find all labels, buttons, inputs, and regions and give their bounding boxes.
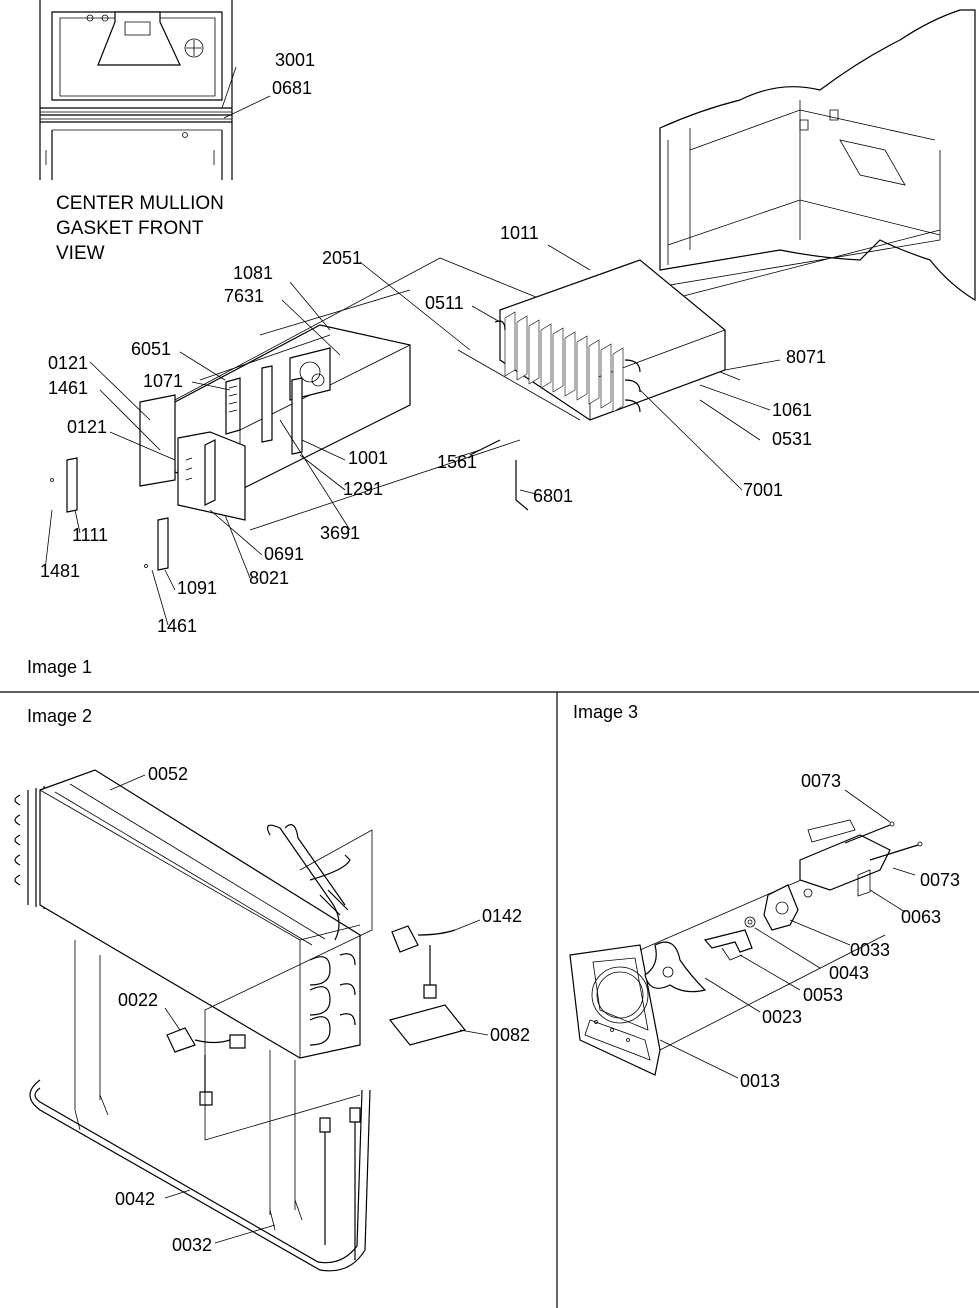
image3-label-0043: 0043 <box>829 963 869 983</box>
image2-label-0052: 0052 <box>148 764 188 784</box>
image3-caption: Image 3 <box>573 702 638 722</box>
image1-label-1111: 1111 <box>72 525 108 545</box>
image1-label-7001: 7001 <box>743 480 783 500</box>
image3-drawing <box>569 789 923 1079</box>
image1-label-0121-a: 0121 <box>48 353 88 373</box>
image1-label-6801: 6801 <box>533 486 573 506</box>
image3-label-0013: 0013 <box>740 1071 780 1091</box>
image1-label-8071: 8071 <box>786 347 826 367</box>
image1-label-1001: 1001 <box>348 448 388 468</box>
image3-label-0023: 0023 <box>762 1007 802 1027</box>
image1-label-1061: 1061 <box>772 400 812 420</box>
image1-label-0691: 0691 <box>264 544 304 564</box>
image1-label-0531: 0531 <box>772 429 812 449</box>
image2-caption: Image 2 <box>27 706 92 726</box>
image1-label-0511: 0511 <box>425 293 464 313</box>
image2-drawing <box>14 769 489 1272</box>
inset-label-0: 3001 <box>275 50 315 70</box>
inset-caption-line-2: VIEW <box>56 243 105 264</box>
inset-label-1: 0681 <box>272 78 312 98</box>
image1-label-1561: 1561 <box>437 452 477 472</box>
image3-label-0073-b: 0073 <box>920 870 960 890</box>
mullion-inset-drawing <box>39 0 271 180</box>
image3-label-0053: 0053 <box>803 985 843 1005</box>
image3-label-0063: 0063 <box>901 907 941 927</box>
image1-label-1091: 1091 <box>177 578 217 598</box>
image1-label-1071: 1071 <box>143 371 183 391</box>
image1-label-1461-b: 1461 <box>157 616 197 636</box>
image2-label-0042: 0042 <box>115 1189 155 1209</box>
inset-caption-line-1: GASKET FRONT <box>56 218 204 239</box>
image1-label-2051: 2051 <box>322 248 362 268</box>
image1-label-7631: 7631 <box>224 286 264 306</box>
image1-label-1461-a: 1461 <box>48 378 88 398</box>
image1-label-1291: 1291 <box>343 479 383 499</box>
image1-label-3691: 3691 <box>320 523 360 543</box>
image2-label-0032: 0032 <box>172 1235 212 1255</box>
image2-label-0082: 0082 <box>490 1025 530 1045</box>
image1-label-6051: 6051 <box>131 339 171 359</box>
image1-caption: Image 1 <box>27 657 92 677</box>
image1-drawing <box>44 9 976 626</box>
image1-label-8021: 8021 <box>249 568 289 588</box>
image1-label-1481: 1481 <box>40 561 80 581</box>
image3-label-0073-a: 0073 <box>801 771 841 791</box>
image1-label-0121-b: 0121 <box>67 417 107 437</box>
image1-label-1081: 1081 <box>233 263 273 283</box>
image2-label-0142: 0142 <box>482 906 522 926</box>
image2-label-0022: 0022 <box>118 990 158 1010</box>
image3-label-0033: 0033 <box>850 940 890 960</box>
inset-caption-line-0: CENTER MULLION <box>56 193 224 214</box>
image1-label-1011: 1011 <box>500 223 539 243</box>
